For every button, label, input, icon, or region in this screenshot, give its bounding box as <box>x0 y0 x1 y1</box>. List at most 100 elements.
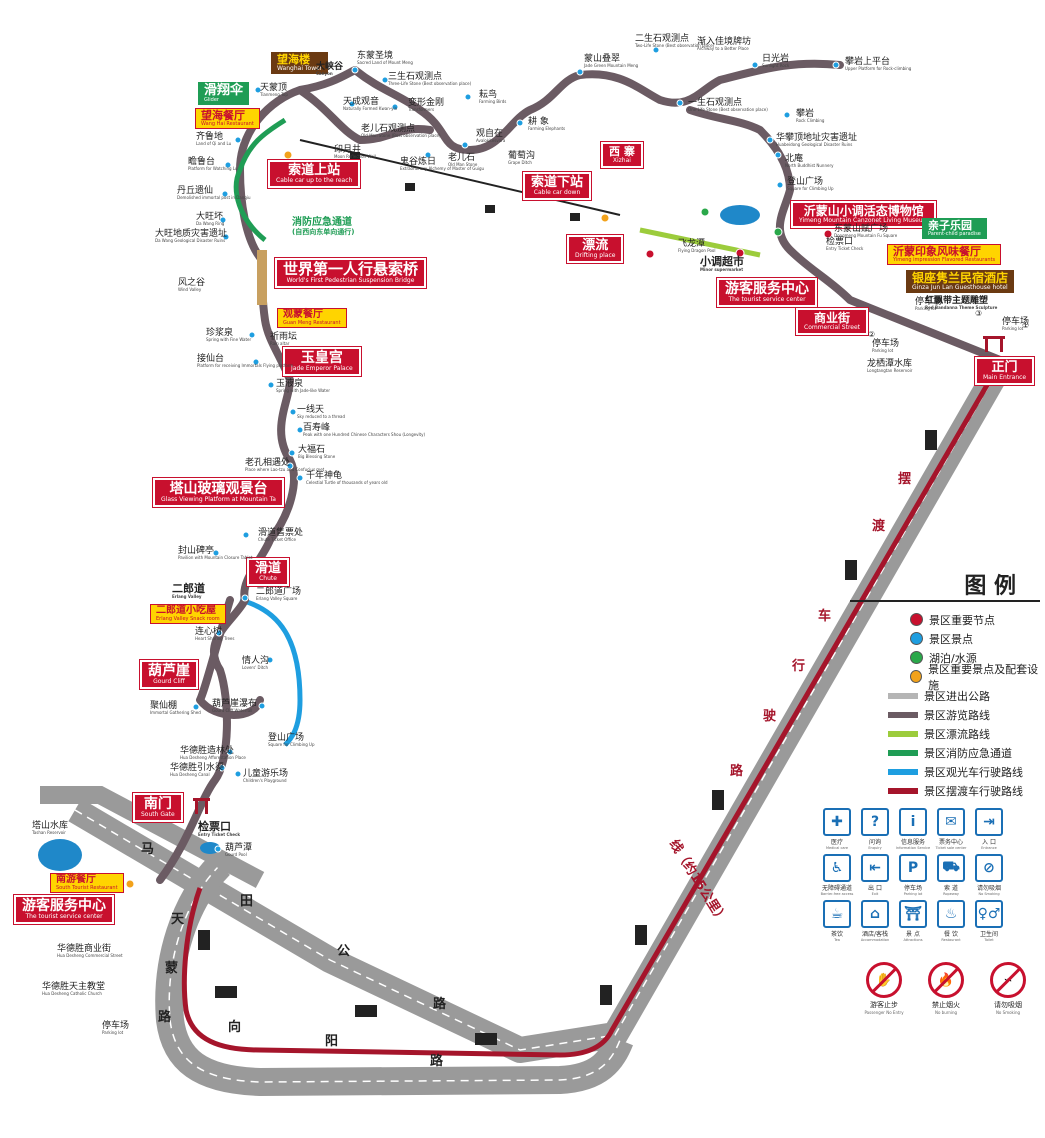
no-smoking-icon: ⊘ <box>975 854 1003 882</box>
spot-dots <box>192 46 840 853</box>
legend-item: 景区景点 <box>850 629 1040 648</box>
enquiry-icon: ? <box>861 808 889 836</box>
tashan-reservoir-lake <box>38 839 82 871</box>
matian-road-char-1: 马 <box>141 842 155 857</box>
ban-caption: 游客止步 <box>870 1001 898 1009</box>
facility-caption: 医疗 <box>830 839 843 846</box>
matian-road-char-3: 公 <box>337 944 351 959</box>
legend-swatch <box>888 768 918 775</box>
cable-cars <box>350 152 580 221</box>
facility-caption-en: Attractions <box>903 938 923 942</box>
ferry-road-char-5: 驶 <box>763 709 777 724</box>
legend: 图 例 景区重要节点景区景点湖泊/水源景区重要景点及配套设施景区进出公路景区游览… <box>850 568 1040 800</box>
facility-caption: 景 点 <box>906 931 920 938</box>
ferry-road-char-2: 渡 <box>872 519 886 534</box>
facility-caption: 停车场 <box>903 885 922 892</box>
facility-caption: 请勿吸烟 <box>976 885 1001 892</box>
medical-icon: ✚ <box>823 808 851 836</box>
legend-label: 景区游览路线 <box>924 708 990 722</box>
legend-swatch <box>888 692 918 699</box>
red-node-dots <box>645 229 833 259</box>
legend-swatch <box>910 632 923 645</box>
facility-caption: 卫生间 <box>979 931 998 938</box>
facility-caption-en: Ticket sale center <box>935 846 967 850</box>
facility-caption: 信息服务 <box>900 839 925 846</box>
matian-road-char-2: 田 <box>240 894 254 909</box>
legend-swatch <box>888 730 918 737</box>
facility-caption: 无障碍通道 <box>821 885 852 892</box>
exit-icon: ⇤ <box>861 854 889 882</box>
marker-1: ① <box>1022 321 1030 330</box>
gourd-pool-lake <box>200 842 220 854</box>
legend-label: 景区消防应急通道 <box>924 746 1012 760</box>
entrance-icon: ⇥ <box>975 808 1003 836</box>
legend-swatch <box>888 787 918 794</box>
legend-item: 景区摆渡车行驶路线 <box>850 781 1040 800</box>
legend-label: 景区观光车行驶路线 <box>924 765 1023 779</box>
legend-swatch <box>888 749 918 756</box>
ban-caption-en: No burning <box>934 1010 958 1015</box>
lake-dots <box>700 207 783 237</box>
facility-caption-en: Toilet <box>984 938 994 942</box>
facility-caption: 餐 饮 <box>944 931 958 938</box>
legend-item: 景区漂流路线 <box>850 724 1040 743</box>
restaurant-icon: ♨ <box>937 900 965 928</box>
ferry-route <box>181 378 993 1058</box>
legend-label: 景区重要景点及配套设施 <box>928 662 1039 692</box>
facility-caption-en: Entrance <box>981 846 997 850</box>
legend-item: 景区进出公路 <box>850 686 1040 705</box>
facility-caption: 酒店/客栈 <box>861 931 889 938</box>
legend-title: 图 例 <box>850 568 1040 602</box>
facility-caption-en: No Smoking <box>978 892 1000 896</box>
legend-item: 景区游览路线 <box>850 705 1040 724</box>
xiangyang-road-char-1: 向 <box>228 1020 242 1035</box>
bus-icons <box>198 430 937 1045</box>
